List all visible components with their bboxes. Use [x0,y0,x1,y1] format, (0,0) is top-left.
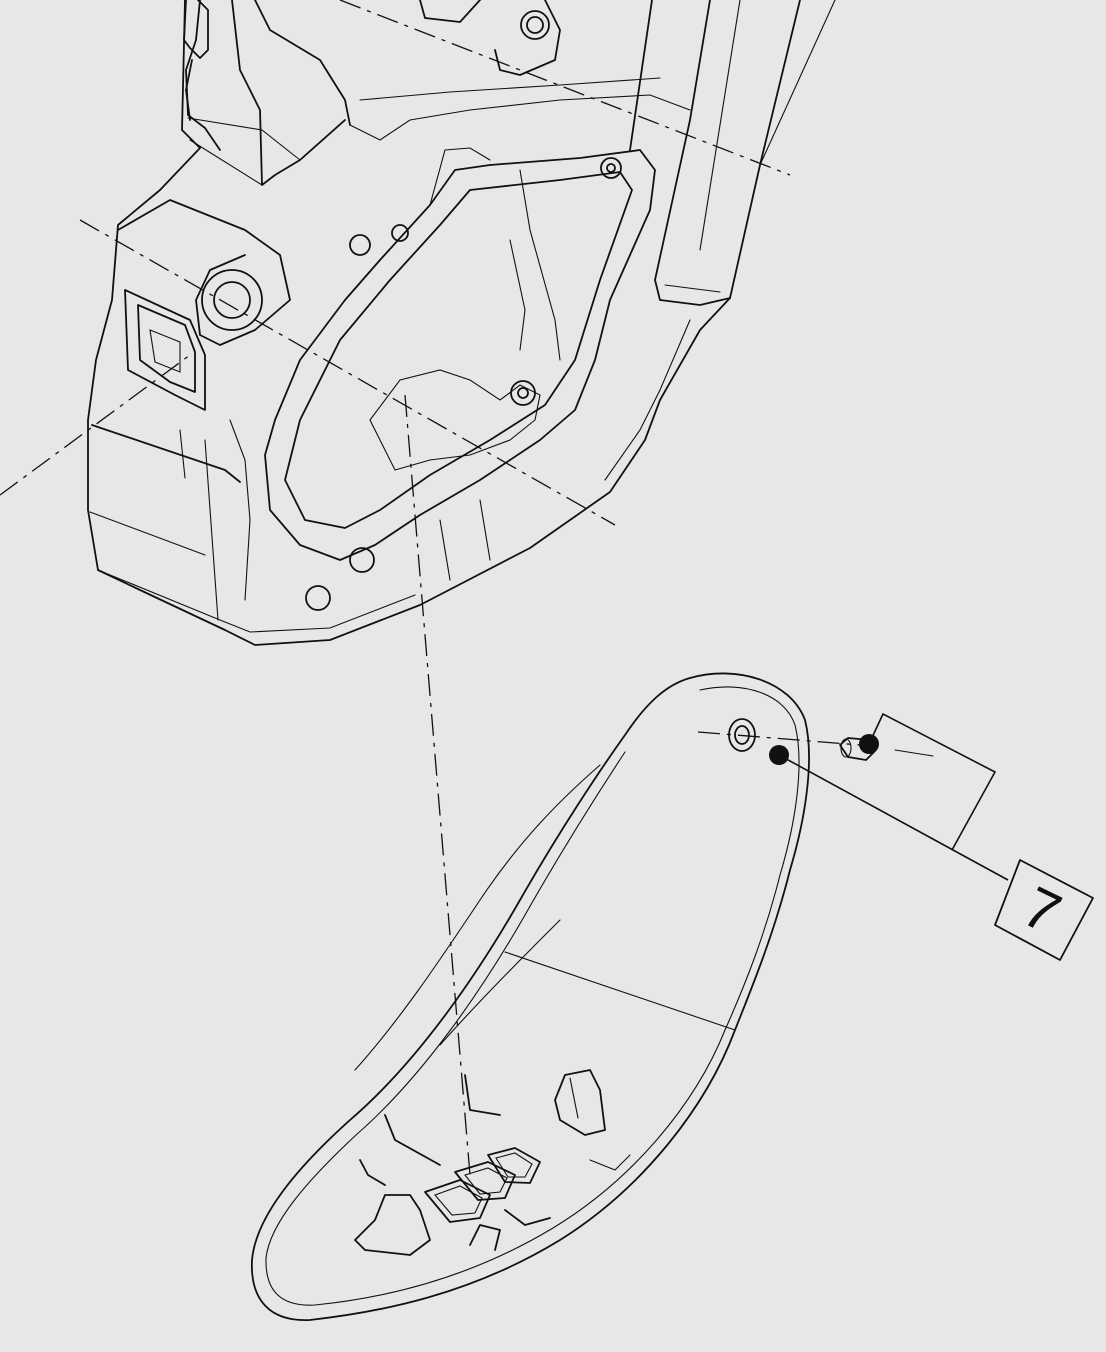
saw-housing [87,0,836,646]
center-lines [0,0,861,1176]
callout-7: 7 [769,712,1094,961]
screw-fastener [839,737,934,761]
callout-box-7 [994,859,1094,961]
callout-label-7: 7 [1013,874,1070,947]
cover-plate [251,672,810,1321]
